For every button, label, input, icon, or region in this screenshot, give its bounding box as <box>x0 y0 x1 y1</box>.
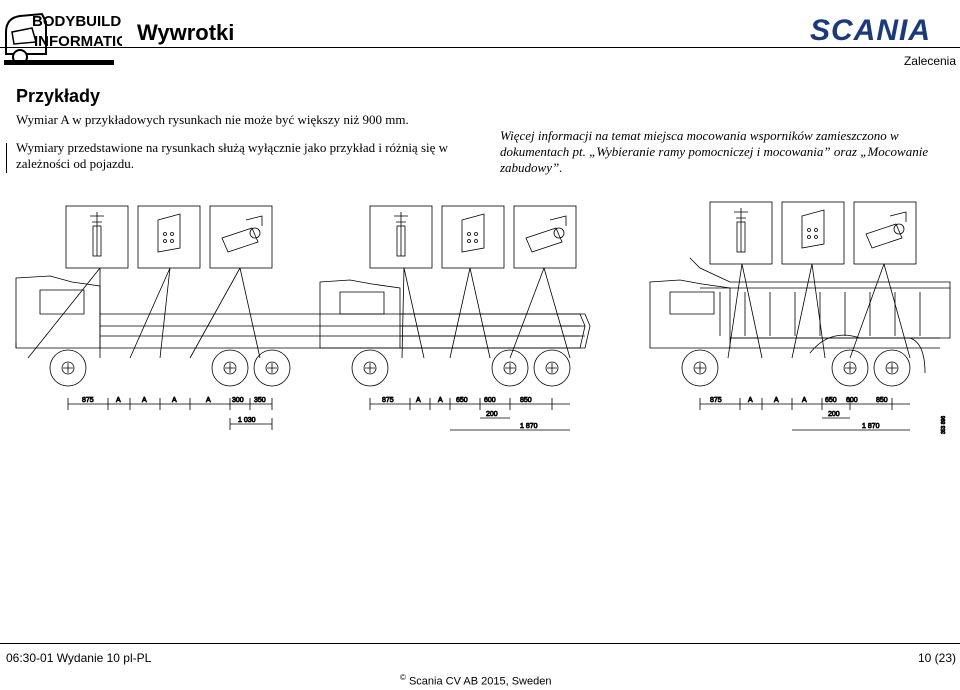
bodybuilding-information-logo: BODYBUILDING INFORMATION <box>4 12 122 65</box>
dim-200: 200 <box>828 411 840 418</box>
dim-600: 600 <box>846 397 858 404</box>
copyright-text: Scania CV AB 2015, Sweden <box>408 675 552 688</box>
dim-850: 850 <box>876 397 888 404</box>
dim-a: A <box>116 397 121 404</box>
document-title: Wywrotki <box>137 20 235 45</box>
dim-875: 875 <box>710 397 722 404</box>
section-heading: Przykłady <box>16 86 101 106</box>
copyright: © Scania CV AB 2015, Sweden <box>400 673 551 688</box>
dim-1030: 1 030 <box>238 417 256 424</box>
paragraph-dimensions-example: Wymiary przedstawione na rysunkach służą… <box>16 140 449 171</box>
dim-a: A <box>774 397 779 404</box>
dimension-lines <box>67 398 910 431</box>
dim-1870: 1 870 <box>520 423 538 430</box>
dim-1870: 1 870 <box>862 423 880 430</box>
dim-a: A <box>748 397 753 404</box>
dim-a: A <box>802 397 807 404</box>
footer-divider <box>0 643 960 644</box>
logo-text-line2: INFORMATION <box>34 33 122 50</box>
copyright-symbol: © <box>400 673 406 682</box>
document-id: 06:30-01 Wydanie 10 pl-PL <box>6 651 152 665</box>
truck-side-view-1 <box>15 275 586 387</box>
dim-300: 300 <box>232 397 244 404</box>
paragraph-dimension-a: Wymiar A w przykładowych rysunkach nie m… <box>16 112 409 127</box>
scania-logo: SCANIA <box>810 14 932 47</box>
header-divider <box>0 47 960 48</box>
dim-200: 200 <box>486 411 498 418</box>
dim-650: 650 <box>456 397 468 404</box>
dim-a: A <box>206 397 211 404</box>
dim-a: A <box>438 397 443 404</box>
truck-side-view-2 <box>319 279 591 387</box>
more-info-note: Więcej informacji na temat miejsca mocow… <box>500 128 929 175</box>
dim-875: 875 <box>82 397 94 404</box>
bracket-detail-boxes-1 <box>27 205 273 359</box>
dim-650: 650 <box>825 397 837 404</box>
truck-bracket-drawing: 875 A A A A 300 350 1 030 875 A A 650 60… <box>15 201 951 434</box>
change-bar <box>6 143 7 173</box>
bracket-detail-boxes-3 <box>709 201 917 359</box>
dim-a: A <box>416 397 421 404</box>
dim-a: A <box>142 397 147 404</box>
logo-text-line1: BODYBUILDING <box>32 13 122 30</box>
section-label: Zalecenia <box>903 54 956 68</box>
dim-875: 875 <box>382 397 394 404</box>
truck-side-view-3 <box>649 257 951 387</box>
figure-number: 353 896 <box>941 416 947 434</box>
dim-600: 600 <box>484 397 496 404</box>
dim-a: A <box>172 397 177 404</box>
dim-850: 850 <box>520 397 532 404</box>
dim-350: 350 <box>254 397 266 404</box>
bracket-detail-boxes-2 <box>369 205 577 359</box>
page-number: 10 (23) <box>917 651 956 665</box>
